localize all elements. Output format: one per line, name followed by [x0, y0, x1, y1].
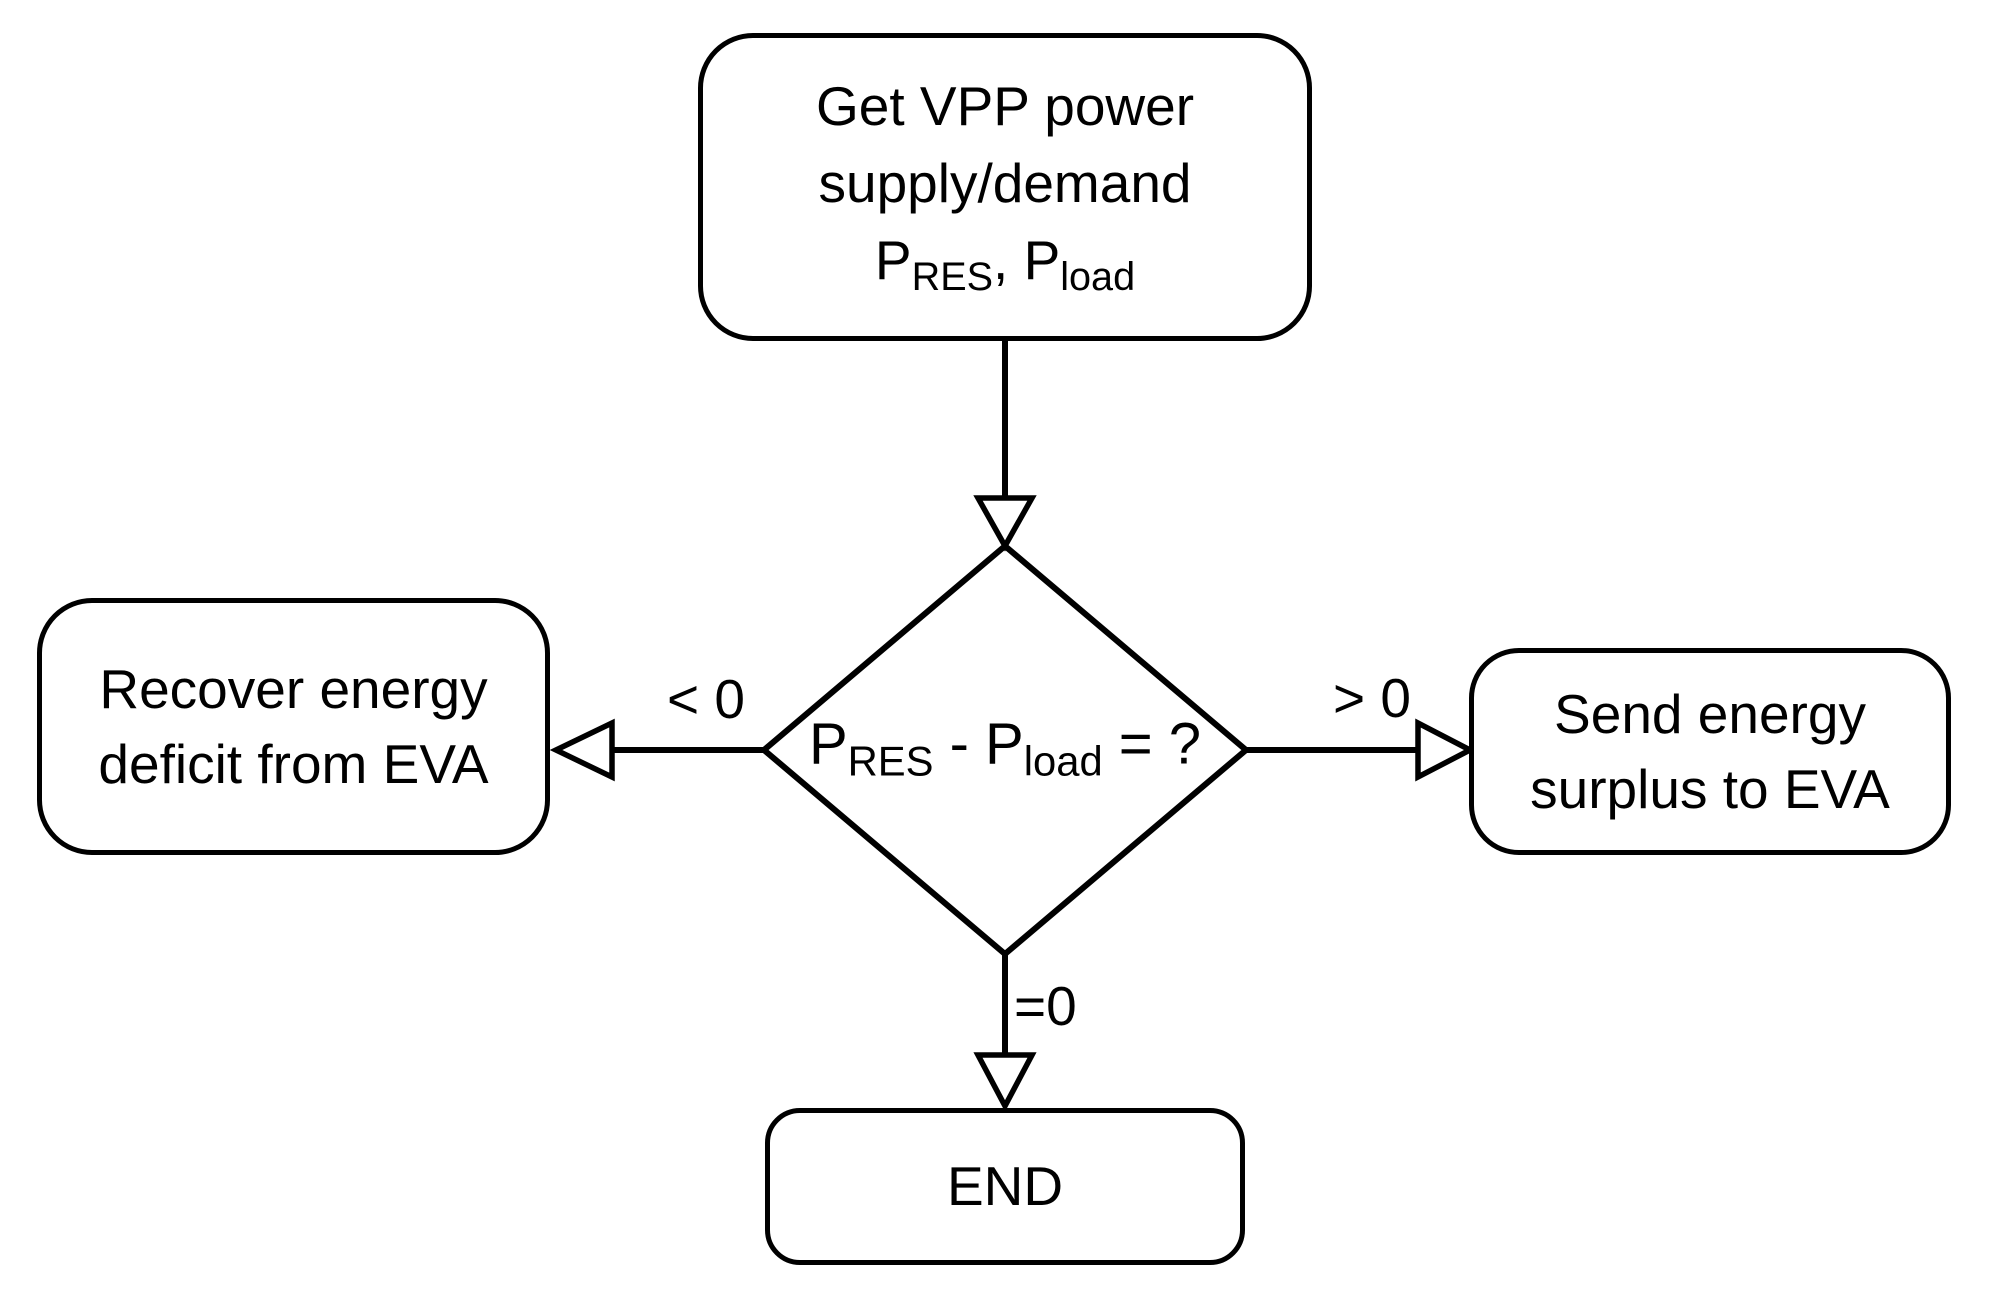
decision-condition-text: PRES - Pload = ? — [809, 711, 1201, 786]
node-send-energy-surplus: Send energy surplus to EVA — [1469, 648, 1951, 855]
start-line3: PRES, Pload — [875, 222, 1135, 306]
p-load-base: P — [1023, 229, 1061, 292]
send-line1: Send energy — [1554, 682, 1866, 745]
p-res-base: P — [874, 229, 912, 292]
down-arrowhead-icon — [973, 495, 1037, 552]
end-label: END — [946, 1155, 1064, 1217]
p-res-subscript: RES — [847, 737, 934, 785]
p-res-subscript: RES — [911, 255, 993, 300]
left-arrowhead-icon — [549, 718, 615, 782]
right-arrowhead-icon — [1415, 718, 1476, 782]
node-end: END — [765, 1108, 1245, 1265]
p-res-base: P — [808, 711, 848, 777]
node-get-vpp-power: Get VPP power supply/demand PRES, Pload — [698, 33, 1312, 341]
recover-line2: deficit from EVA — [98, 732, 489, 795]
edge-label-equal-zero: =0 — [1014, 975, 1077, 1037]
p-load-subscript: load — [1023, 737, 1103, 785]
p-load-subscript: load — [1060, 255, 1136, 300]
start-line2: supply/demand — [818, 152, 1192, 215]
send-line2: surplus to EVA — [1530, 757, 1890, 820]
minus-operator: - — [933, 711, 986, 777]
edge-label-less-than-zero: < 0 — [667, 668, 745, 730]
start-line1: Get VPP power — [815, 75, 1195, 138]
down-arrowhead-icon — [973, 1052, 1037, 1112]
recover-line1: Recover energy — [99, 657, 488, 720]
edge-label-greater-than-zero: > 0 — [1333, 667, 1411, 729]
node-recover-energy-deficit: Recover energy deficit from EVA — [37, 598, 550, 855]
p-load-base: P — [985, 711, 1024, 777]
variables-separator: , — [993, 229, 1024, 292]
equals-question: = ? — [1102, 711, 1202, 777]
